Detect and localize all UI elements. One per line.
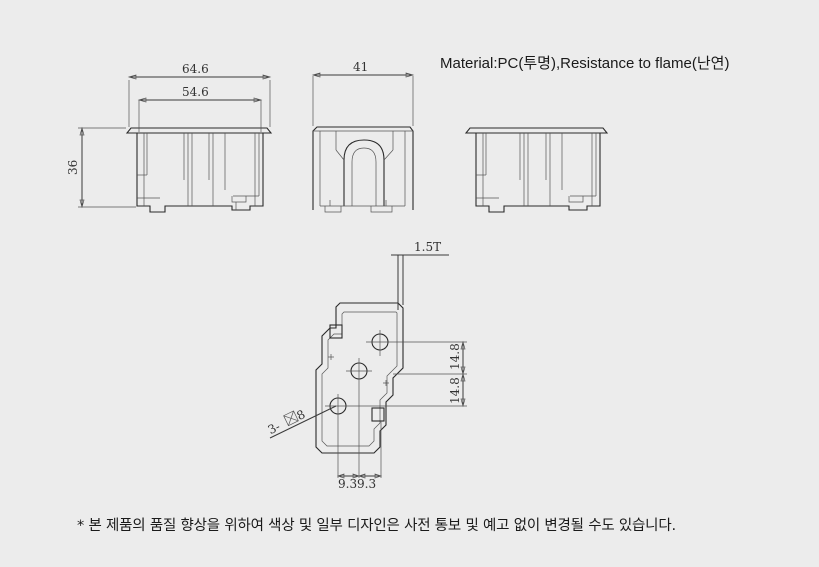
dim-thickness: 1.5T [414,240,441,254]
dim-hole-spacing-bottom: 14.8 [448,377,462,404]
plan-view: 1.5T 14.8 14.8 [266,240,467,491]
material-prefix: Material:PC( [440,55,524,72]
front-view: 64.6 54.6 36 [66,62,273,213]
dim-bottom-right: 9.3 [357,477,376,491]
dim-outer-width: 64.6 [182,62,209,76]
material-middle: ),Resistance to flame( [550,55,697,72]
material-spec: Material:PC(투명),Resistance to flame(난연) [440,52,729,73]
dim-height: 36 [66,160,80,175]
dim-depth: 41 [353,60,368,74]
material-flame-retardant: 난연 [696,55,725,72]
dim-hole-spacing-top: 14.8 [448,343,462,370]
disclaimer-note: * 본 제품의 품질 향상을 위하여 색상 및 일부 디자인은 사전 통보 및 … [77,518,676,534]
material-transparent: 투명 [523,55,551,72]
dim-bottom-left: 9.3 [338,477,357,491]
material-suffix: ) [724,55,730,72]
rear-view [464,127,609,213]
side-view: 41 [311,60,415,213]
dim-hole-count: 3- [266,419,283,437]
dim-inner-width: 54.6 [182,85,209,99]
